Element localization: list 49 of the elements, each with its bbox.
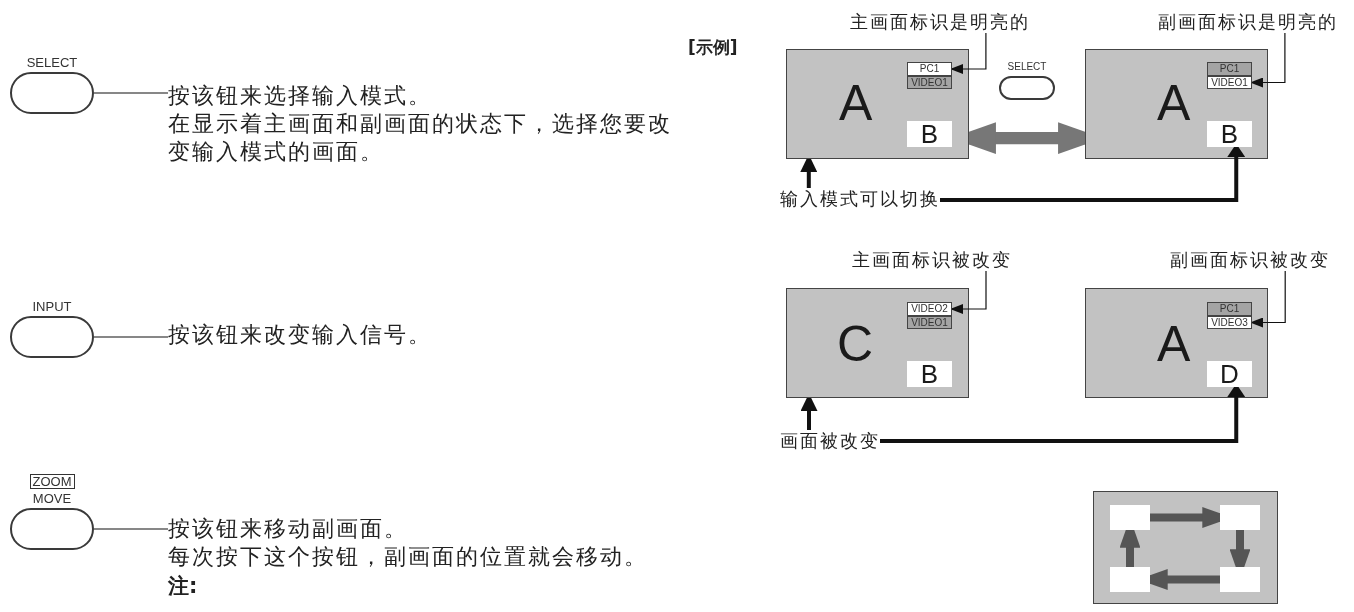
sub-screen: B <box>1207 121 1252 147</box>
callout-text: 副画面标识被改变 <box>1170 249 1330 271</box>
screen-letter: A <box>1157 78 1191 128</box>
description-text: 按该钮来移动副画面。 <box>168 515 408 543</box>
screen-letter: A <box>839 78 873 128</box>
sub-screen <box>1220 567 1260 592</box>
description-text: 按该钮来选择输入模式。 <box>168 82 432 110</box>
description-text: 在显示着主画面和副画面的状态下，选择您要改变输入模式的画面。 <box>168 110 673 166</box>
callout-text: 画面被改变 <box>780 430 880 452</box>
screen-display <box>1085 49 1268 159</box>
section-heading: [示例] <box>688 36 738 59</box>
sub-screen: B <box>907 361 952 387</box>
input-tag: PC1 <box>907 62 952 76</box>
button-label: SELECT <box>26 55 78 70</box>
screen-letter: A <box>1157 319 1191 369</box>
input-tag: VIDEO1 <box>907 76 952 89</box>
button-label: MOVE <box>32 491 72 506</box>
leader-line <box>951 270 987 314</box>
sub-screen: B <box>907 121 952 147</box>
callout-text: 输入模式可以切换 <box>780 188 940 210</box>
leader-line <box>93 336 169 338</box>
screen-letter: C <box>837 319 874 369</box>
button-label: ZOOM <box>29 474 75 489</box>
screen-display <box>1085 288 1268 398</box>
screen-display <box>786 49 969 159</box>
leader-line <box>1251 32 1286 88</box>
input-tag: PC1 <box>1207 62 1252 76</box>
button-label: INPUT <box>32 299 72 314</box>
leader-line <box>93 92 169 94</box>
sub-screen: D <box>1207 361 1252 387</box>
screen-display <box>786 288 969 398</box>
description-text: 每次按下这个按钮，副画面的位置就会移动。 <box>168 543 648 571</box>
leader-line <box>1251 270 1286 328</box>
input-tag: VIDEO2 <box>907 302 952 316</box>
callout-text: 副画面标识是明亮的 <box>1158 11 1338 33</box>
callout-text: 主画面标识被改变 <box>852 249 1012 271</box>
sub-screen <box>1110 567 1150 592</box>
input-tag: VIDEO1 <box>1207 76 1252 89</box>
description-text: 按该钮来改变输入信号。 <box>168 321 432 349</box>
input-tag: VIDEO1 <box>907 316 952 329</box>
callout-text: 主画面标识是明亮的 <box>850 11 1030 33</box>
sub-screen <box>1110 505 1150 530</box>
leader-line <box>951 32 987 74</box>
input-tag: VIDEO3 <box>1207 316 1252 329</box>
sub-screen <box>1220 505 1260 530</box>
leader-line <box>93 528 169 530</box>
input-tag: PC1 <box>1207 302 1252 316</box>
note-heading: 注: <box>168 573 198 600</box>
button-label: SELECT <box>1007 60 1047 74</box>
